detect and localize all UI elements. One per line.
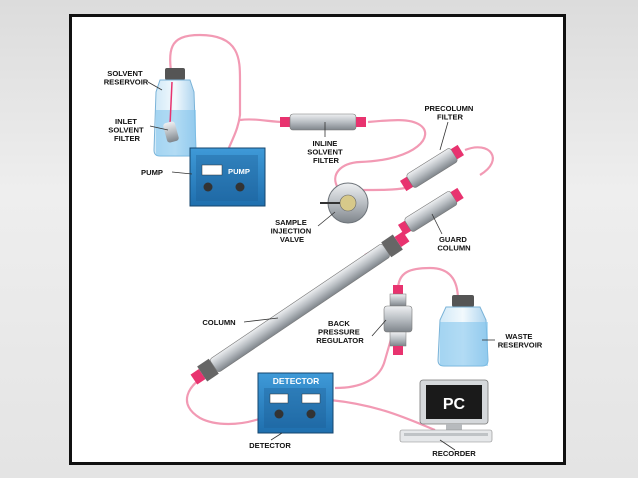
waste-reservoir xyxy=(437,295,489,367)
detector-panel-label: DETECTOR xyxy=(273,376,320,386)
recorder-label: RECORDER xyxy=(432,449,476,458)
guard-column-label: GUARD COLUMN xyxy=(437,235,470,253)
solvent-reservoir xyxy=(153,68,197,157)
inlet-solvent-filter-label: INLET SOLVENT FILTER xyxy=(108,117,145,143)
guard-column xyxy=(397,187,464,236)
sample-injection-valve xyxy=(320,182,369,224)
leader-lines xyxy=(147,81,495,451)
precolumn-filter xyxy=(399,144,465,192)
inline-solvent-filter-label: INLINE SOLVENT FILTER xyxy=(307,139,344,165)
column-label: COLUMN xyxy=(202,318,235,327)
precolumn-filter-label: PRECOLUMN FILTER xyxy=(424,104,475,122)
back-pressure-regulator-label: BACK PRESSURE REGULATOR xyxy=(316,319,364,345)
sample-injection-valve-label: SAMPLE INJECTION VALVE xyxy=(271,218,314,244)
column xyxy=(190,231,410,385)
recorder-pc: PC xyxy=(399,379,493,443)
pump-panel-label: PUMP xyxy=(228,167,250,176)
pc-screen-label: PC xyxy=(443,396,466,413)
solvent-reservoir-label: SOLVENT RESERVOIR xyxy=(104,69,149,87)
waste-reservoir-label: WASTE RESERVOIR xyxy=(498,332,543,350)
back-pressure-regulator xyxy=(383,285,413,355)
pump: PUMP xyxy=(189,147,266,207)
detector-label: DETECTOR xyxy=(249,441,291,450)
inline-solvent-filter xyxy=(280,113,366,131)
pump-label: PUMP xyxy=(141,168,163,177)
detector: DETECTOR xyxy=(257,372,334,434)
